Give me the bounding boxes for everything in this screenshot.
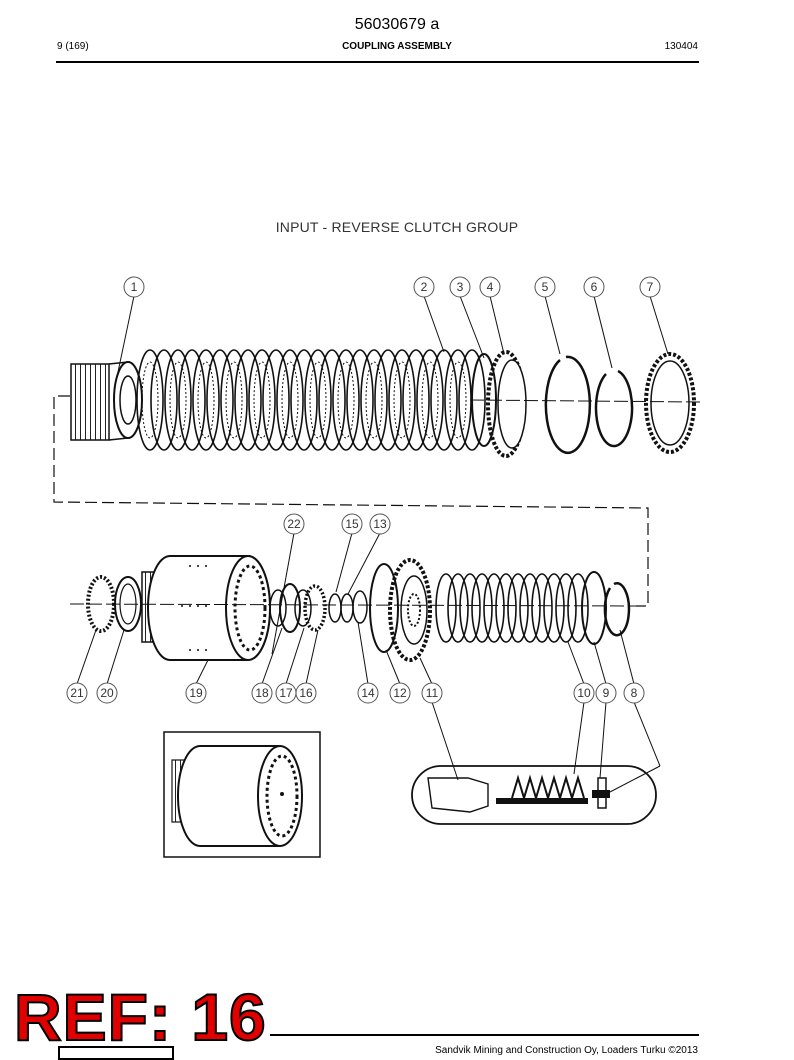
footer-copyright: Sandvik Mining and Construction Oy, Load…: [435, 1045, 698, 1056]
callout-22: 22: [287, 517, 301, 531]
callout-16: 16: [299, 686, 313, 700]
callout-5: 5: [542, 280, 549, 294]
callout-7: 7: [647, 280, 654, 294]
callout-4: 4: [487, 280, 494, 294]
footer-rule: [270, 1034, 699, 1036]
callout-21: 21: [70, 686, 84, 700]
inset-drum-detail: [163, 731, 321, 858]
callout-1: 1: [131, 280, 138, 294]
callout-18: 18: [255, 686, 269, 700]
document-number: 56030679 a: [354, 16, 440, 33]
callout-19: 19: [189, 686, 203, 700]
callout-3: 3: [457, 280, 464, 294]
section-title: COUPLING ASSEMBLY: [342, 41, 452, 52]
callout-12: 12: [393, 686, 407, 700]
callout-11: 11: [426, 686, 439, 700]
inset-spring-detail: [411, 765, 657, 825]
header-rule: [56, 61, 699, 63]
callout-6: 6: [591, 280, 598, 294]
lower-assembly: [69, 555, 637, 662]
callout-14: 14: [361, 686, 375, 700]
upper-assembly: [70, 349, 701, 458]
callout-2: 2: [421, 280, 428, 294]
callout-13: 13: [373, 517, 387, 531]
callout-9: 9: [603, 686, 610, 700]
document-code: 130404: [664, 41, 698, 52]
callout-20: 20: [100, 686, 114, 700]
callout-15: 15: [345, 517, 359, 531]
figure-title: INPUT - REVERSE CLUTCH GROUP: [275, 219, 519, 235]
page-number: 9 (169): [57, 41, 89, 52]
callout-8: 8: [631, 686, 638, 700]
callout-17: 17: [279, 686, 293, 700]
callout-10: 10: [577, 686, 591, 700]
ref-stamp: REF: 16: [13, 980, 267, 1054]
logo-box: [58, 1046, 174, 1060]
